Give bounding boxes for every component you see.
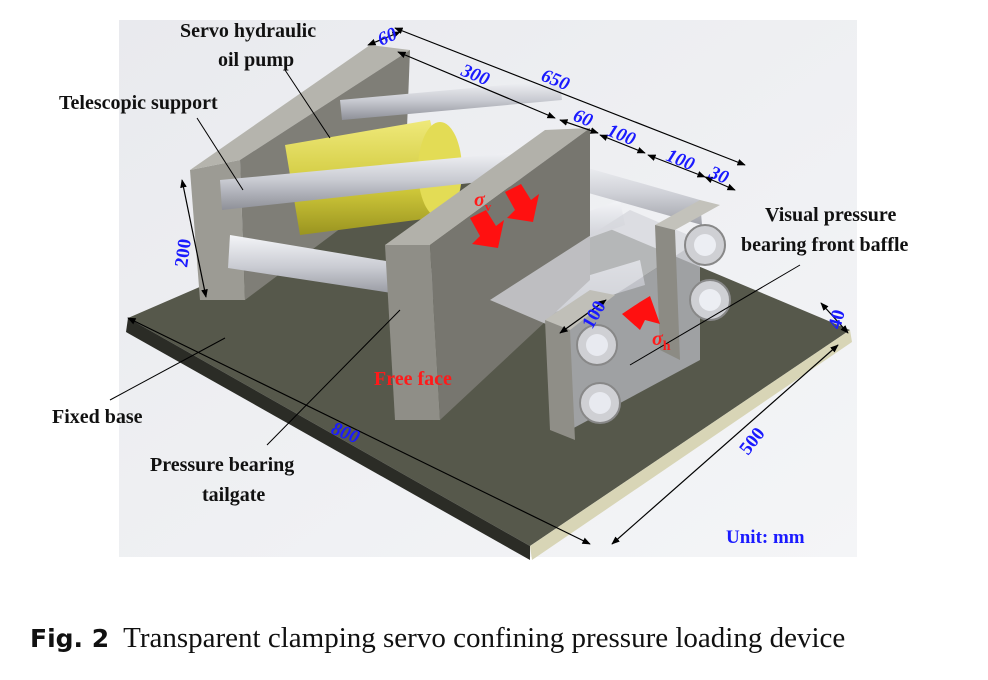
front-baffle <box>655 200 731 360</box>
label-free-face: Free face <box>374 368 452 390</box>
sigma-h: σh <box>652 328 671 354</box>
sigma-h-subscript: h <box>663 339 671 354</box>
label-telescopic-support: Telescopic support <box>59 92 218 114</box>
dimension-lines <box>127 27 849 545</box>
label-fixed-base: Fixed base <box>52 406 143 428</box>
label-pump-line2: oil pump <box>218 49 294 71</box>
label-unit: Unit: mm <box>726 527 805 548</box>
figure-caption: Fig. 2 Transparent clamping servo confini… <box>30 622 845 655</box>
vertical-stress-arrows <box>470 184 539 248</box>
sigma-v: σv <box>474 189 492 214</box>
label-tailgate-line1: Pressure bearing <box>150 454 294 476</box>
sigma-h-symbol: σ <box>652 328 664 350</box>
dim-height: 200 <box>171 238 196 269</box>
sigma-v-subscript: v <box>485 199 492 214</box>
label-front-baffle-line1: Visual pressure <box>765 204 896 226</box>
label-pump-line1: Servo hydraulic <box>180 20 316 42</box>
dim-base-thickness: 40 <box>825 308 850 332</box>
figure-number: Fig. 2 <box>30 624 110 653</box>
sigma-v-symbol: σ <box>474 189 486 211</box>
label-tailgate-line2: tailgate <box>202 484 265 506</box>
horizontal-stress-arrow <box>622 296 660 330</box>
label-front-baffle-line2: bearing front baffle <box>741 234 909 256</box>
figure-caption-text: Transparent clamping servo confining pre… <box>123 622 846 654</box>
